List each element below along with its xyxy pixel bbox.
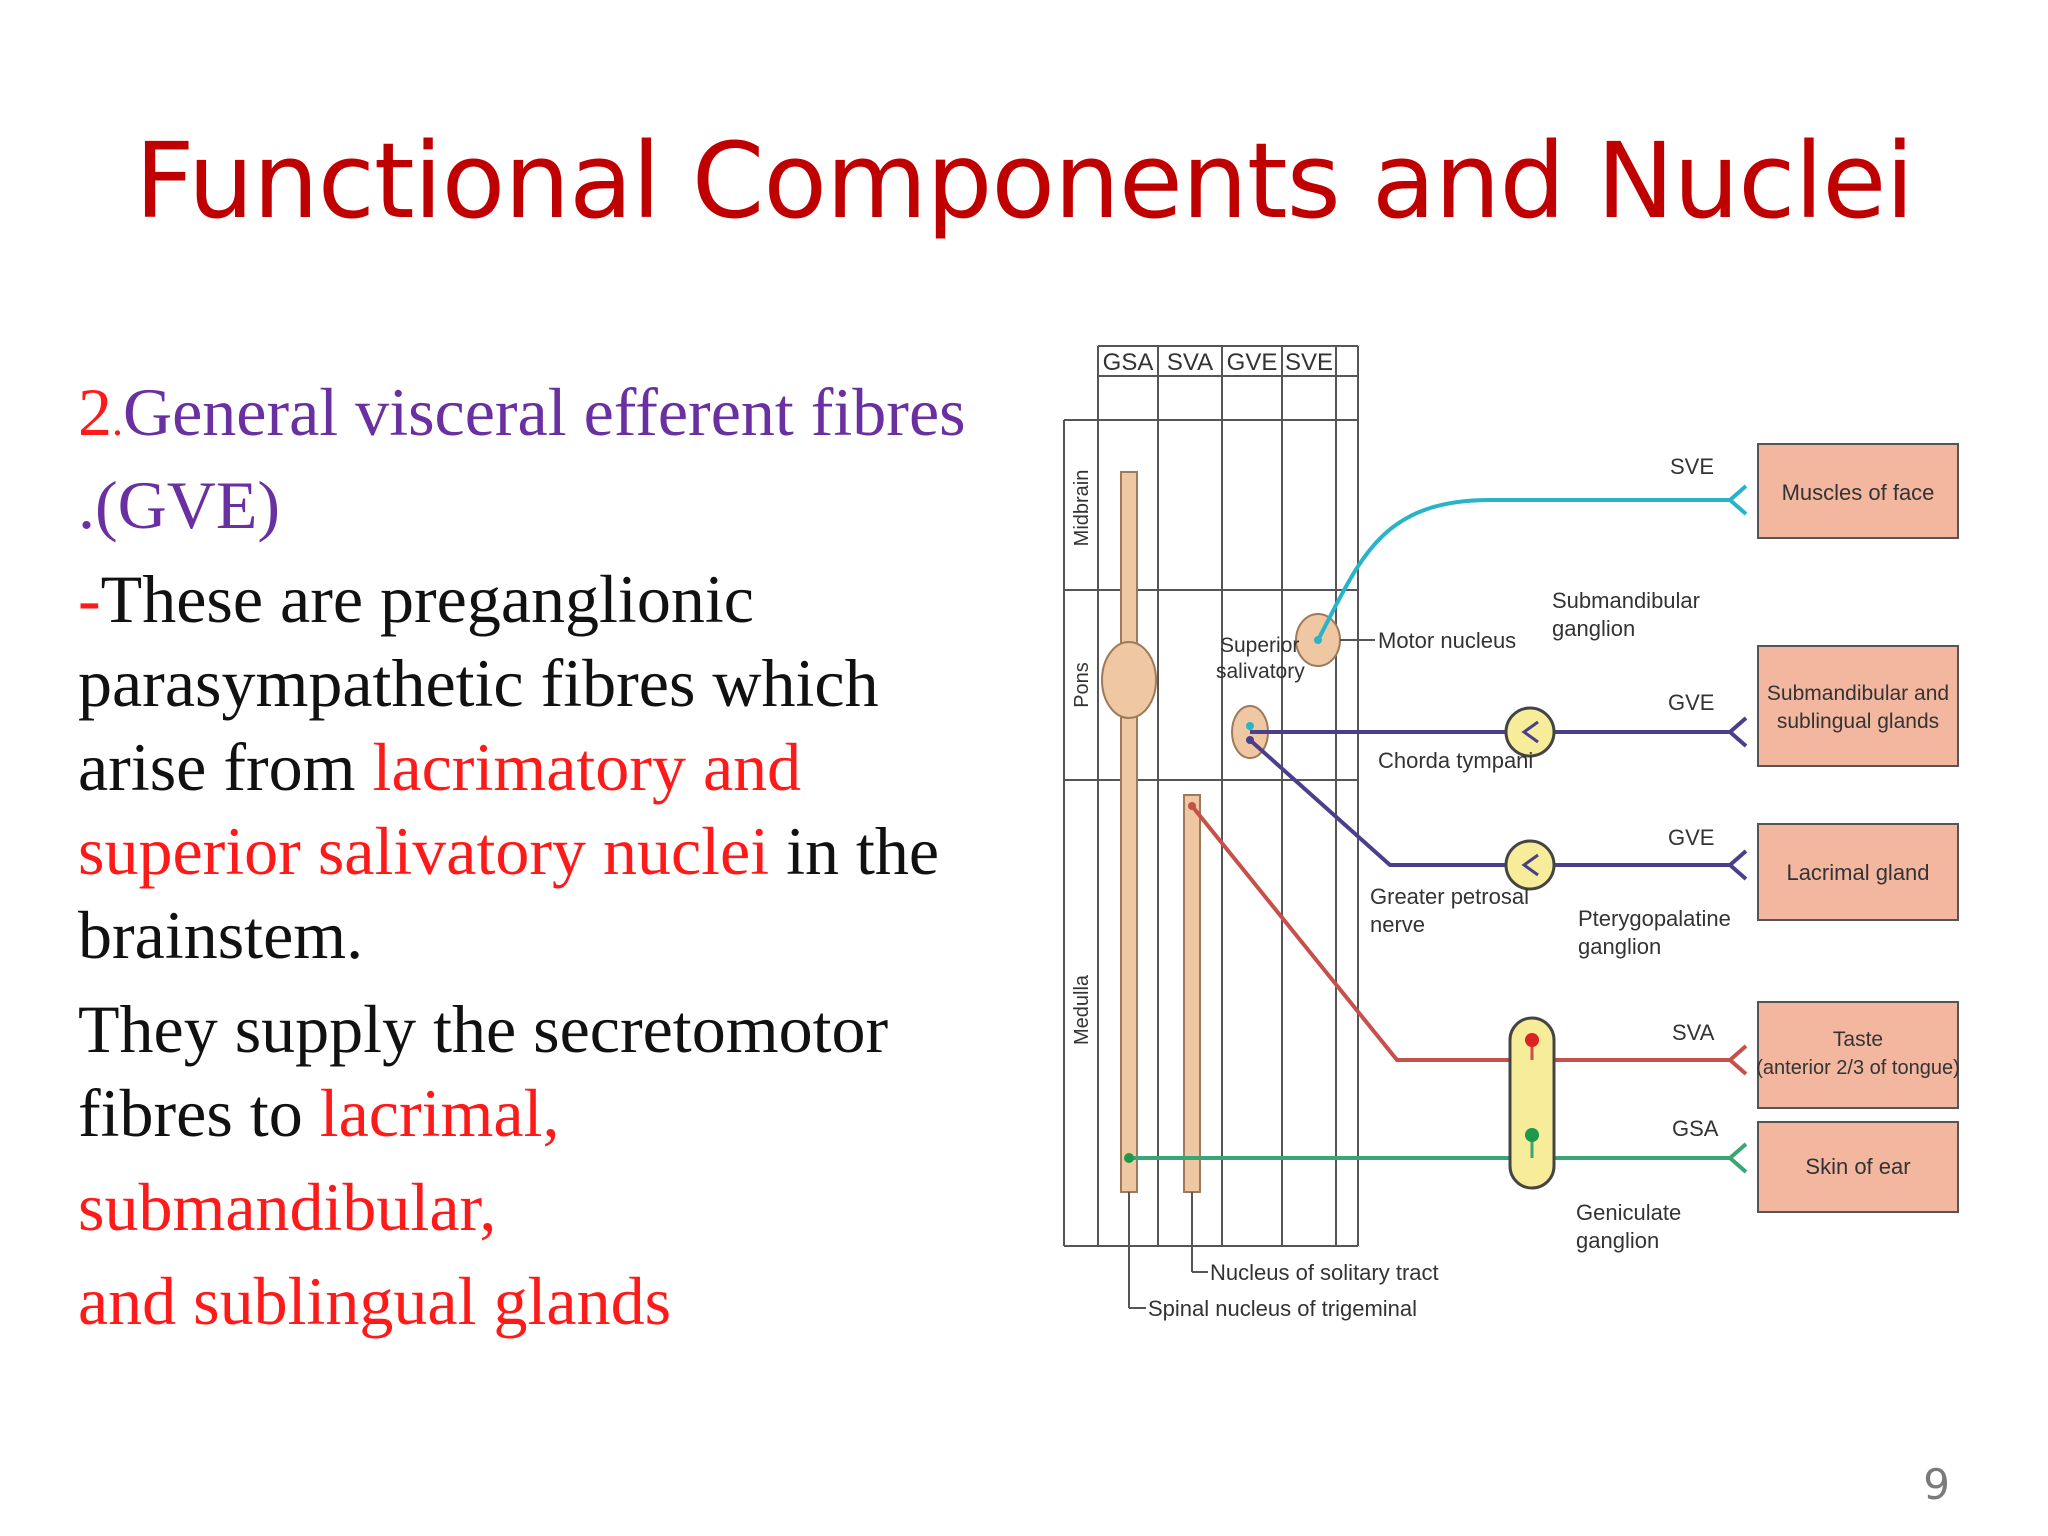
tag-gve-2: GVE [1668,825,1714,850]
supply-submandibular: submandibular, [78,1169,497,1245]
tag-gve-1: GVE [1668,690,1714,715]
region-pons: Pons [1071,662,1093,708]
region-midbrain: Midbrain [1071,470,1093,547]
gve-petrosal-fibre [1248,738,1530,867]
gve-heading: 2.General visceral efferent fibres .(GVE… [78,370,1018,547]
target-lacrimal-gland: Lacrimal gland [1786,860,1929,885]
label-pterygopalatine-1: Pterygopalatine [1578,906,1731,931]
page-number: 9 [1923,1460,1950,1509]
origin-nuclei: lacrimatory and superior salivatory nucl… [78,729,802,889]
paragraph-origin: -These are preganglionic parasympathetic… [78,557,1018,977]
paragraph-supply: They supply the secretomotor fibres to l… [78,987,1018,1155]
target-boxes [1757,443,1959,1213]
target-taste-1: Taste [1833,1028,1883,1051]
heading-title: General visceral efferent fibres [123,374,966,450]
target-muscles-of-face: Muscles of face [1782,480,1935,505]
label-motor-nucleus: Motor nucleus [1378,628,1516,653]
heading-dot: . [112,396,123,445]
label-submandibular-ganglion-1: Submandibular [1552,588,1700,613]
label-greater-petrosal-1: Greater petrosal [1370,884,1529,909]
label-greater-petrosal-2: nerve [1370,912,1425,937]
label-superior-salivatory-1: Superior [1220,634,1299,657]
origin-text-b: in the brainstem. [78,813,940,973]
pterygopalatine-ganglion [1504,839,1556,891]
label-geniculate-1: Geniculate [1576,1200,1681,1225]
solitary-tract-nucleus [1183,794,1201,1193]
target-taste-2: (anterior 2/3 of tongue) [1756,1057,1959,1079]
tag-sva: SVA [1672,1020,1715,1045]
slide-title: Functional Components and Nuclei [134,120,1914,242]
facial-nerve-diagram: GSA SVA GVE SVE Midbrain Pons Medulla [1063,345,1960,1321]
heading-abbreviation: .(GVE) [78,467,281,543]
label-superior-salivatory-2: salivatory [1216,660,1305,683]
label-submandibular-ganglion-2: ganglion [1552,616,1635,641]
fibre-endings [1726,484,1748,1174]
spinal-trigeminal-nucleus [1101,471,1157,1193]
nucleus-column-grid [1063,345,1359,1247]
target-submandibular-2: sublingual glands [1777,710,1939,733]
supply-text: They supply the secretomotor fibres to [78,991,889,1151]
body-text: 2.General visceral efferent fibres .(GVE… [78,370,1018,1343]
column-sve: SVE [1285,349,1333,376]
column-gsa: GSA [1103,349,1154,376]
region-medulla: Medulla [1071,974,1093,1045]
origin-text-a: These are preganglionic parasympathetic … [78,561,879,805]
supply-lacrimal: lacrimal, [319,1075,560,1151]
label-spinal-trigeminal: Spinal nucleus of trigeminal [1148,1296,1417,1321]
sve-fibre [1316,498,1730,641]
dash-marker: - [78,561,101,637]
tag-sve: SVE [1670,454,1714,479]
submandibular-ganglion [1504,706,1556,758]
supply-sublingual: and sublingual glands [78,1263,672,1339]
column-sva: SVA [1167,349,1213,376]
geniculate-ganglion [1508,1016,1556,1190]
column-gve: GVE [1227,349,1278,376]
label-pterygopalatine-2: ganglion [1578,934,1661,959]
tag-gsa: GSA [1672,1116,1719,1141]
sva-fibre [1190,804,1730,1062]
label-chorda-tympani: Chorda tympani [1378,748,1533,773]
label-nucleus-solitary-tract: Nucleus of solitary tract [1210,1260,1439,1285]
label-geniculate-2: ganglion [1576,1228,1659,1253]
target-skin-of-ear: Skin of ear [1805,1154,1910,1179]
target-submandibular-1: Submandibular and [1767,682,1949,705]
heading-number: 2 [78,374,112,450]
